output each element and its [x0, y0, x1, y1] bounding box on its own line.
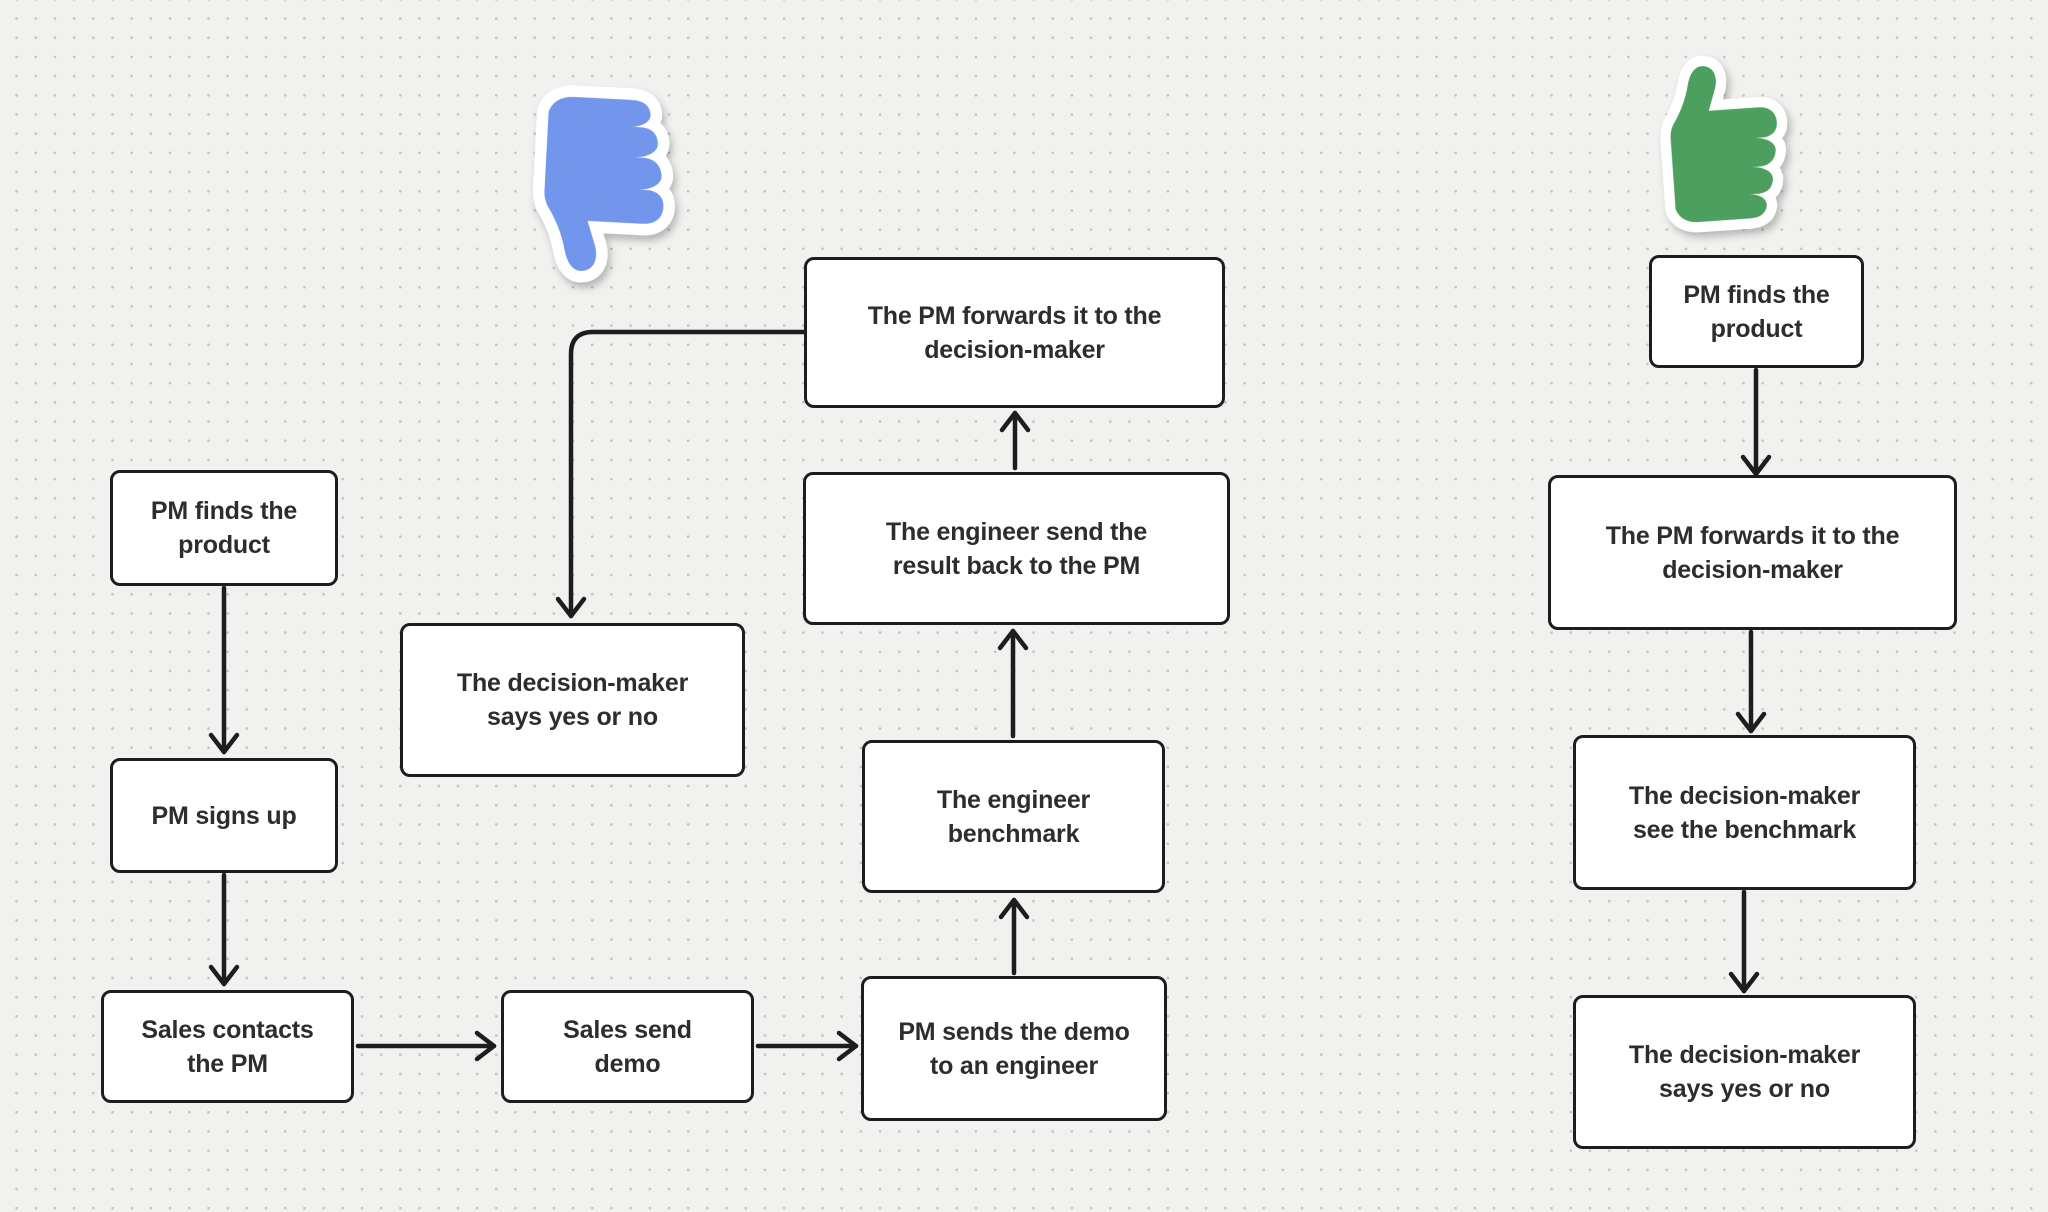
node-pm-forwards-left[interactable]: The PM forwards it to the decision-maker [804, 257, 1225, 408]
node-pm-finds-right[interactable]: PM finds the product [1649, 255, 1864, 368]
arrow-pm-finds-right-to-forwards[interactable] [1740, 367, 1772, 477]
node-pm-finds-left[interactable]: PM finds the product [110, 470, 338, 586]
arrow-send-result-to-pm-forwards[interactable] [999, 410, 1031, 471]
arrow-benchmark-to-send-result[interactable] [997, 628, 1029, 739]
arrow-send-demo-to-pm-sends[interactable] [755, 1030, 859, 1062]
node-sales-send-demo[interactable]: Sales send demo [501, 990, 754, 1103]
thumbs-up-sticker[interactable] [1630, 51, 1802, 241]
node-decision-says-right[interactable]: The decision-maker says yes or no [1573, 995, 1916, 1149]
node-decision-says-left[interactable]: The decision-maker says yes or no [400, 623, 745, 777]
arrow-pm-forwards-to-decision-says[interactable] [555, 329, 807, 619]
thumb-shape [1670, 66, 1777, 223]
arrow-pm-sends-to-benchmark[interactable] [998, 897, 1030, 976]
node-sales-contacts-pm[interactable]: Sales contacts the PM [101, 990, 354, 1103]
node-engineer-benchmark[interactable]: The engineer benchmark [862, 740, 1165, 893]
thumb-shape [544, 96, 664, 271]
arrow-signs-up-to-sales-contacts[interactable] [208, 872, 240, 987]
thumbs-up-icon [1660, 55, 1788, 233]
node-engineer-send-result[interactable]: The engineer send the result back to the… [803, 472, 1230, 625]
arrow-sales-contacts-to-send-demo[interactable] [355, 1030, 497, 1062]
arrow-sees-benchmark-to-says[interactable] [1728, 889, 1760, 994]
node-pm-forwards-right[interactable]: The PM forwards it to the decision-maker [1548, 475, 1957, 630]
node-decision-sees-benchmark[interactable]: The decision-maker see the benchmark [1573, 735, 1916, 890]
thumbs-down-icon [532, 85, 676, 283]
arrow-forwards-right-to-sees-benchmark[interactable] [1735, 629, 1767, 734]
node-pm-sends-demo[interactable]: PM sends the demo to an engineer [861, 976, 1167, 1121]
node-pm-signs-up[interactable]: PM signs up [110, 758, 338, 873]
arrow-pm-finds-to-signs-up[interactable] [208, 585, 240, 755]
thumbs-down-sticker[interactable] [500, 77, 690, 286]
